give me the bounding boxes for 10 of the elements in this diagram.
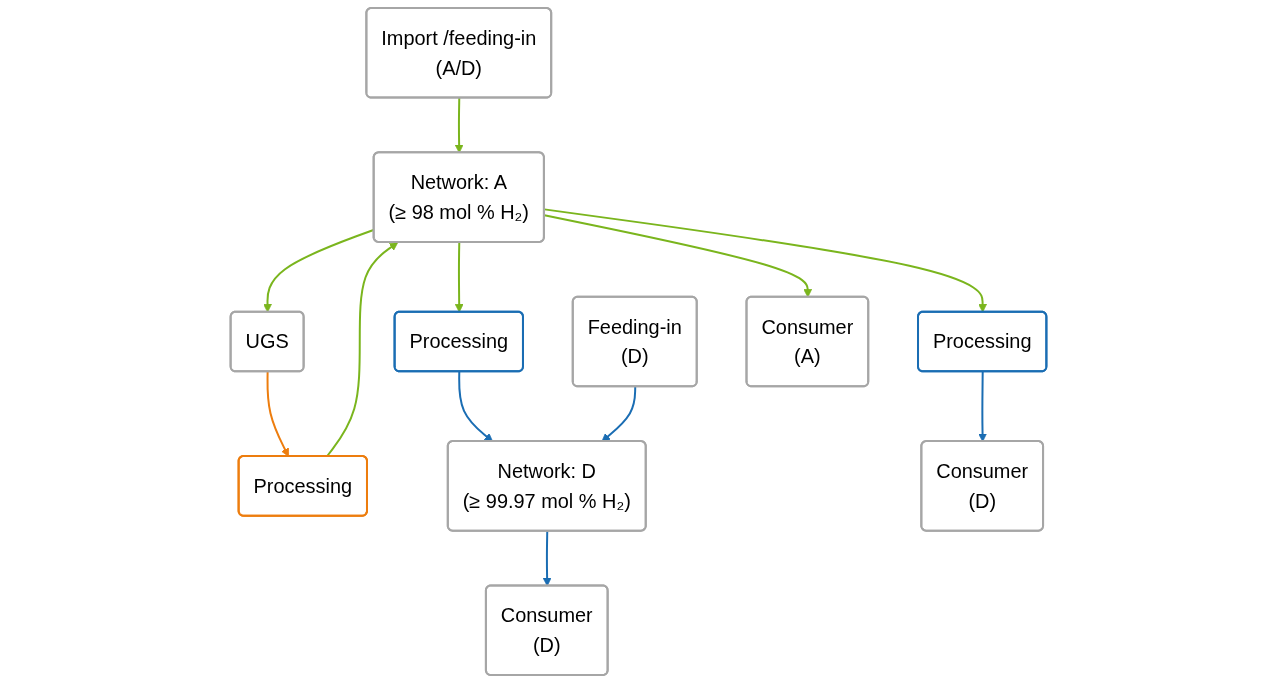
arrow: [978, 370, 987, 442]
arrow: [601, 385, 637, 442]
arrow: [454, 241, 464, 313]
arrow: [325, 242, 399, 458]
arrow: [543, 214, 813, 298]
arrow: [542, 530, 552, 587]
arrow: [458, 370, 494, 442]
arrow: [543, 208, 987, 313]
arrow: [266, 370, 289, 457]
arrow: [454, 97, 464, 154]
